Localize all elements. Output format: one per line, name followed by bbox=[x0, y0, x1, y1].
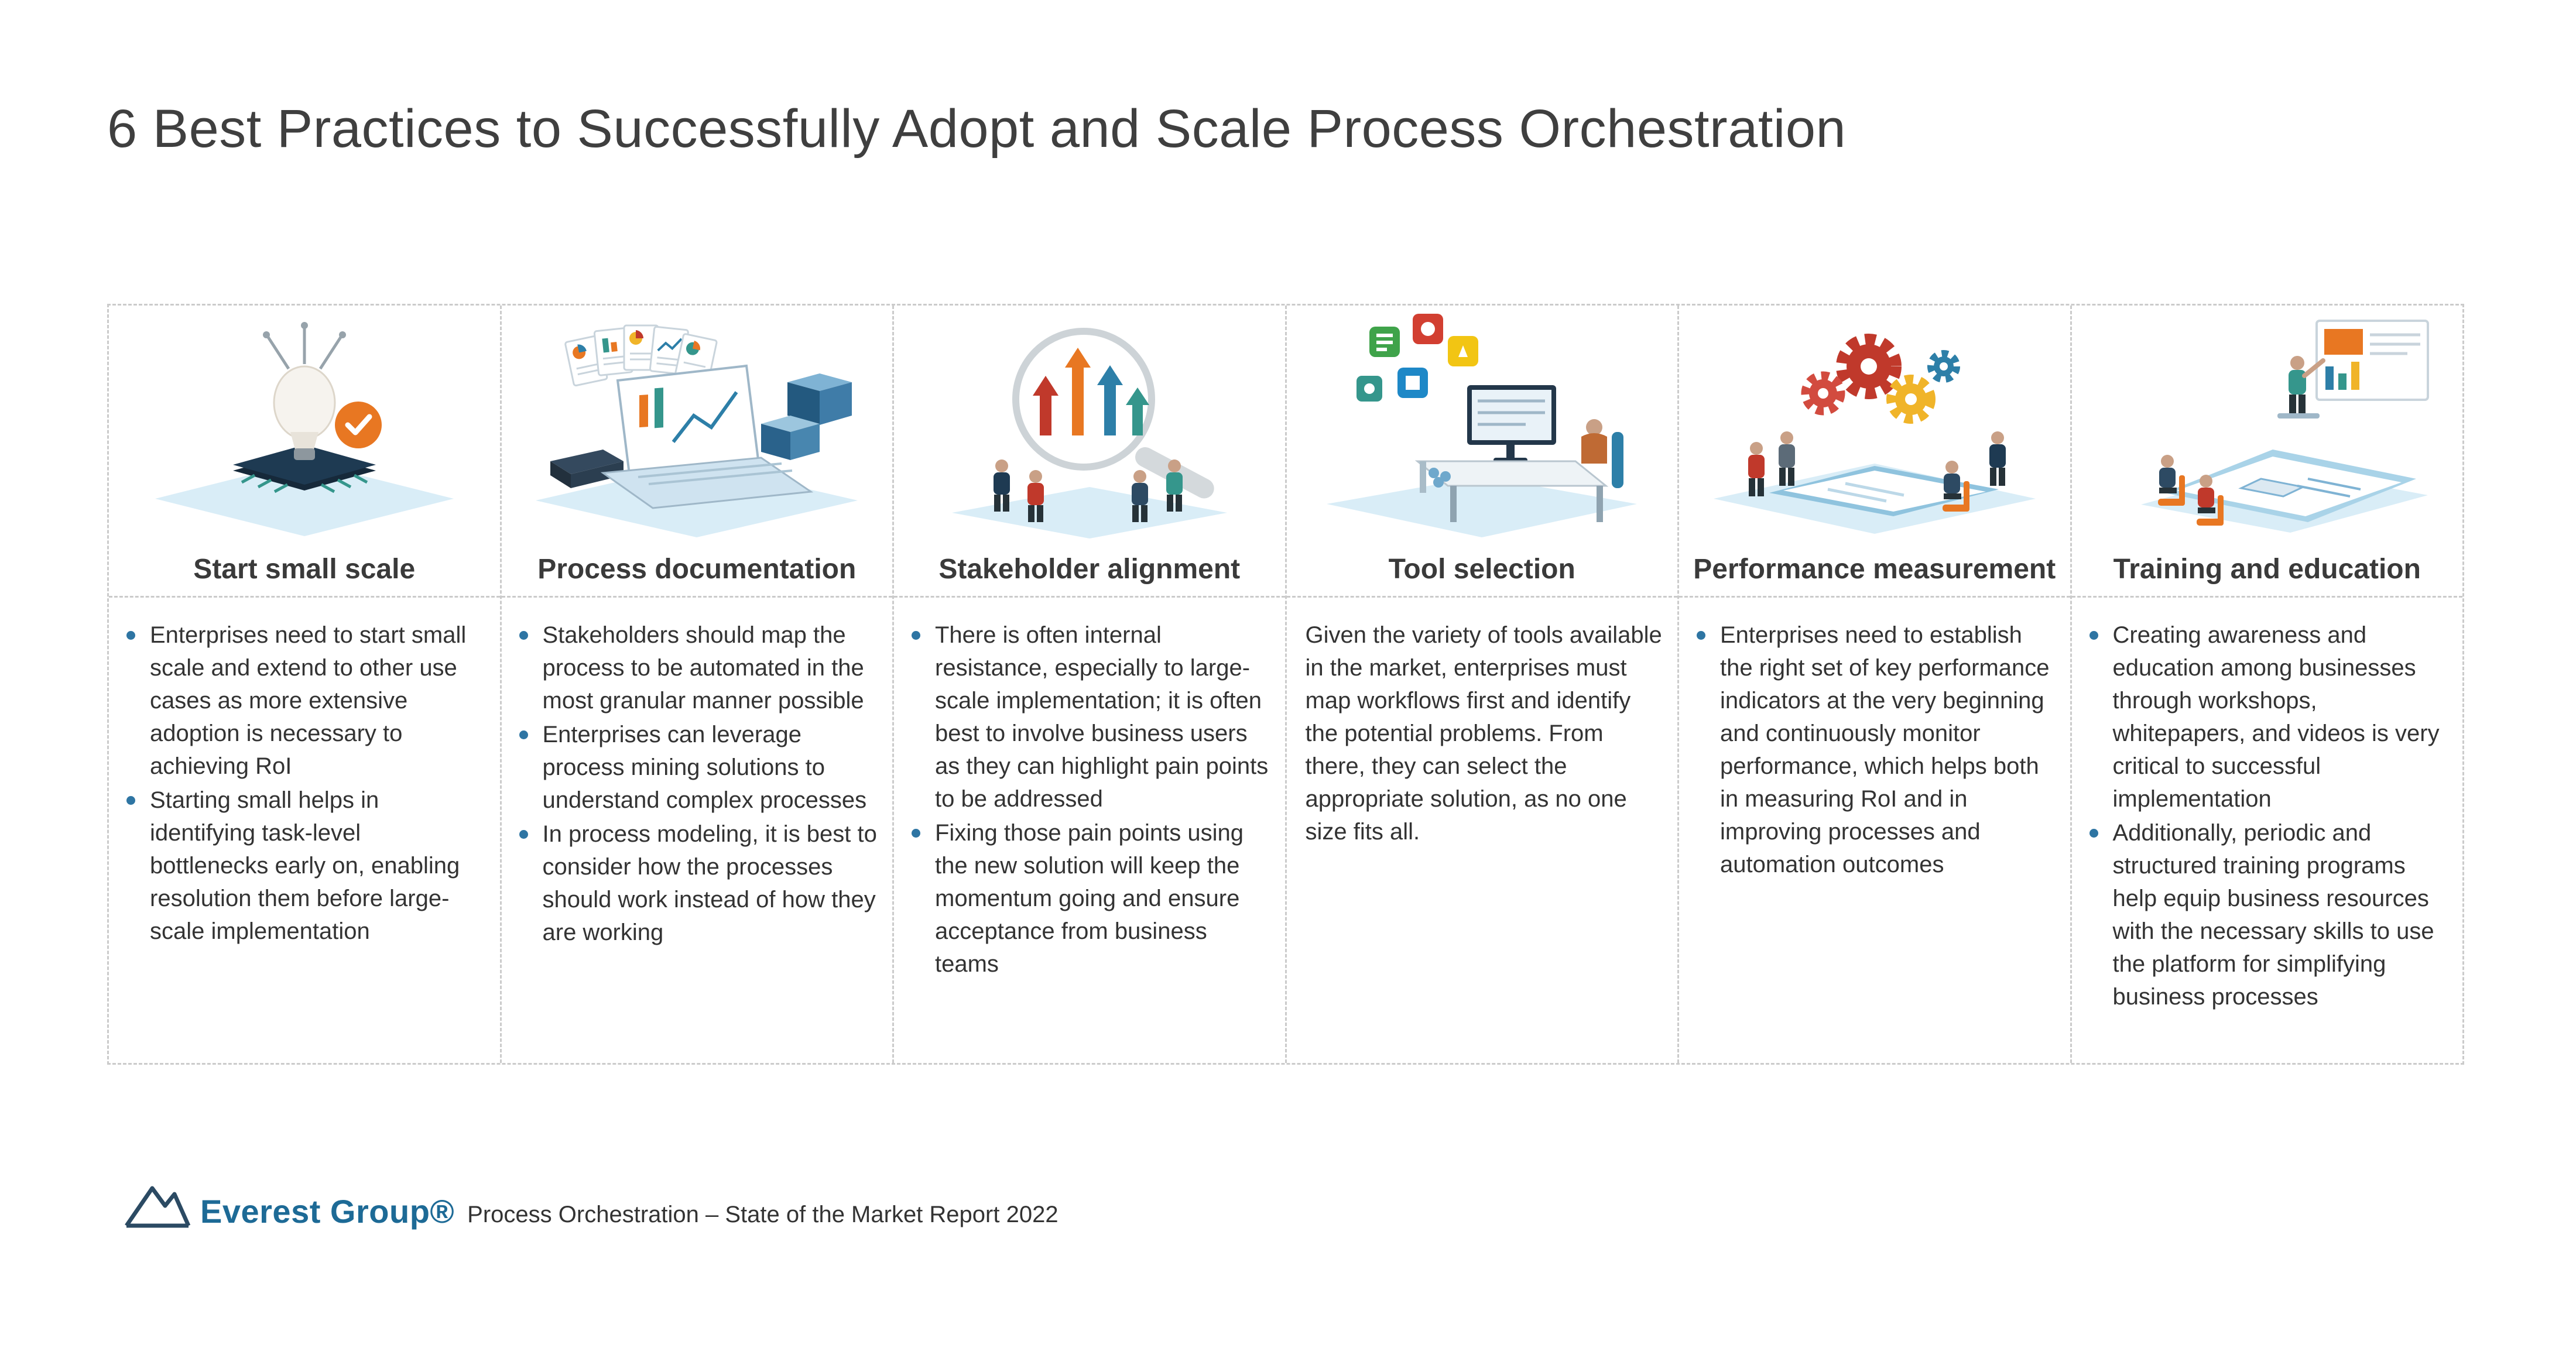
footer: Everest Group® Process Orchestration – S… bbox=[123, 1177, 1059, 1230]
column-start-small-scale: Start small scale Enterprises need to st… bbox=[109, 306, 500, 1063]
person-icon bbox=[1581, 419, 1624, 488]
app-icons bbox=[1356, 314, 1479, 402]
checkmark-badge-icon bbox=[334, 402, 382, 448]
bullet-item: Starting small helps in identifying task… bbox=[122, 784, 486, 948]
bullet-item: There is often internal resistance, espe… bbox=[907, 619, 1271, 815]
presentation-screen-icon bbox=[2315, 320, 2430, 401]
column-title: Stakeholder alignment bbox=[938, 553, 1241, 585]
column-process-documentation: Process documentation Stakeholders shoul… bbox=[499, 306, 893, 1063]
column-body: Stakeholders should map the process to b… bbox=[501, 596, 892, 1063]
person-icon bbox=[1131, 470, 1148, 522]
person-icon bbox=[1027, 470, 1044, 522]
gear-icon bbox=[1801, 371, 1845, 416]
column-training-and-education: Training and education Creating awarenes… bbox=[2070, 306, 2463, 1063]
bullet-list: Enterprises need to start small scale an… bbox=[122, 619, 486, 948]
arrows-magnifier-graphic bbox=[951, 328, 1227, 538]
page-title: 6 Best Practices to Successfully Adopt a… bbox=[107, 99, 1847, 159]
training-and-education-illustration bbox=[2072, 306, 2463, 542]
bullet-item: Creating awareness and education among b… bbox=[2085, 619, 2449, 815]
laptop-documents-graphic bbox=[536, 324, 858, 537]
person-icon bbox=[993, 459, 1010, 512]
laptop-icon bbox=[601, 364, 814, 509]
platform-shape bbox=[951, 487, 1227, 538]
bullet-item: Stakeholders should map the process to b… bbox=[515, 619, 879, 717]
gear-icon bbox=[1835, 334, 1902, 399]
puzzle-piece-icons bbox=[1429, 468, 1451, 488]
printer-icon bbox=[550, 450, 624, 488]
footer-caption: Process Orchestration – State of the Mar… bbox=[467, 1202, 1059, 1227]
tablet-icon bbox=[2164, 450, 2417, 522]
bullet-item: Enterprises can leverage process mining … bbox=[515, 718, 879, 817]
lightbulb-icon bbox=[262, 322, 346, 460]
column-paragraph: Given the variety of tools available in … bbox=[1305, 622, 1662, 845]
bullet-item: Additionally, periodic and structured tr… bbox=[2085, 817, 2449, 1013]
column-title: Training and education bbox=[2113, 553, 2421, 585]
registered-mark: ® bbox=[430, 1193, 455, 1230]
bullet-list: Stakeholders should map the process to b… bbox=[515, 619, 879, 949]
bullet-list: Creating awareness and education among b… bbox=[2085, 619, 2449, 1013]
person-icon bbox=[1748, 442, 1765, 496]
bullet-item: In process modeling, it is best to consi… bbox=[515, 818, 879, 949]
presenter-person-icon bbox=[2277, 356, 2326, 419]
column-title: Performance measurement bbox=[1693, 553, 2056, 585]
performance-measurement-illustration bbox=[1679, 306, 2070, 542]
monitor-icon bbox=[1467, 385, 1557, 463]
platform-shape bbox=[1327, 476, 1638, 537]
bullet-list: There is often internal resistance, espe… bbox=[907, 619, 1271, 980]
bullet-item: Fixing those pain points using the new s… bbox=[907, 817, 1271, 980]
platform-shape bbox=[155, 461, 454, 536]
seated-person-icon bbox=[2158, 455, 2186, 506]
document-cards-icon bbox=[564, 324, 718, 387]
column-body: Enterprises need to establish the right … bbox=[1679, 596, 2070, 1063]
gear-icon bbox=[1886, 375, 1936, 424]
gears-tablet-graphic bbox=[1713, 334, 2036, 534]
start-small-scale-illustration bbox=[109, 306, 500, 542]
person-icon bbox=[1166, 459, 1183, 512]
column-tool-selection: Tool selection Given the variety of tool… bbox=[1284, 306, 1678, 1063]
tablet-icon bbox=[1769, 466, 1999, 516]
seated-person-icon bbox=[1942, 461, 1969, 512]
column-performance-measurement: Performance measurement Enterprises need… bbox=[1677, 306, 2070, 1063]
column-title: Process documentation bbox=[537, 553, 857, 585]
column-body: Enterprises need to start small scale an… bbox=[109, 596, 500, 1063]
desk-app-icons-graphic bbox=[1327, 314, 1638, 537]
circuit-chip-icon bbox=[232, 445, 376, 493]
seated-person-icon bbox=[2197, 475, 2224, 526]
gear-icon bbox=[1927, 350, 1960, 383]
lightbulb-on-chip-graphic bbox=[155, 322, 454, 536]
presenter-screen-graphic bbox=[2141, 320, 2430, 533]
column-body: Given the variety of tools available in … bbox=[1286, 596, 1677, 1063]
growth-arrows-icon bbox=[1032, 348, 1149, 435]
process-documentation-illustration bbox=[502, 306, 893, 542]
cube-icons bbox=[761, 373, 852, 460]
column-stakeholder-alignment: Stakeholder alignment There is often int… bbox=[892, 306, 1285, 1063]
best-practices-grid: Start small scale Enterprises need to st… bbox=[107, 304, 2464, 1065]
column-body: Creating awareness and education among b… bbox=[2071, 596, 2462, 1063]
brand-name: Everest Group bbox=[200, 1193, 430, 1230]
tool-selection-illustration bbox=[1287, 306, 1678, 542]
bullet-item: Enterprises need to establish the right … bbox=[1692, 619, 2056, 881]
person-icon bbox=[1989, 431, 2006, 486]
person-icon bbox=[1778, 431, 1795, 486]
bullet-list: Enterprises need to establish the right … bbox=[1692, 619, 2056, 881]
column-title: Start small scale bbox=[193, 553, 416, 585]
stakeholder-alignment-illustration bbox=[894, 306, 1285, 542]
column-body: There is often internal resistance, espe… bbox=[894, 596, 1285, 1063]
column-title: Tool selection bbox=[1388, 553, 1575, 585]
bullet-item: Enterprises need to start small scale an… bbox=[122, 619, 486, 783]
everest-group-logo-icon bbox=[125, 1186, 191, 1228]
